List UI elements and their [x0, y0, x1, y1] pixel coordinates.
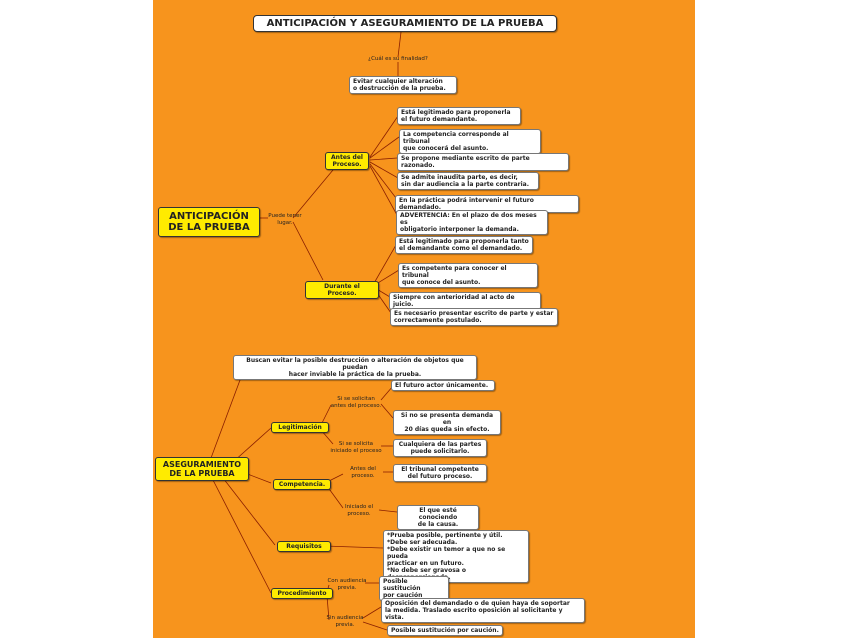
competencia-iniciado-label: Iniciado el proceso. [344, 504, 374, 517]
durante-item-competente: Es competente para conocer el tribunal q… [398, 263, 538, 288]
legitimacion-sin-efecto: Si no se presenta demanda en 20 días que… [393, 410, 501, 435]
procedimiento-con-label: Con audiencia previa. [327, 578, 367, 591]
puede-tener-lugar-label: Puede tener lugar. [268, 213, 302, 226]
durante-el-proceso-node: Durante el Proceso. [305, 281, 379, 299]
procedimiento-sin-label: Sin audiencia previa. [326, 615, 364, 628]
procedimiento-oposicion: Oposición del demandado o de quien haya … [381, 598, 585, 623]
durante-item-legitimado: Está legitimado para proponerla tanto el… [395, 236, 533, 254]
competencia-tribunal: El tribunal competente del futuro proces… [393, 464, 487, 482]
durante-item-anterioridad: Siempre con anterioridad al acto de juic… [389, 292, 541, 310]
durante-item-escrito: Es necesario presentar escrito de parte … [390, 308, 558, 326]
antes-item-escrito: Se propone mediante escrito de parte raz… [397, 153, 569, 171]
concept-map-canvas: ANTICIPACIÓN Y ASEGURAMIENTO DE LA PRUEB… [153, 0, 695, 638]
procedimiento-sin-caucion: Posible sustitución por caución. [387, 625, 503, 636]
antes-item-inaudita: Se admite inaudita parte, es decir, sin … [397, 172, 539, 190]
finalidad-question: ¿Cuál es su finalidad? [368, 56, 428, 62]
antes-item-advertencia: ADVERTENCIA: En el plazo de dos meses es… [396, 210, 548, 235]
aseguramiento-root: ASEGURAMIENTO DE LA PRUEBA [155, 457, 249, 481]
competencia-antes-label: Antes del proceso. [350, 466, 376, 479]
antes-item-legitimado: Está legitimado para proponerla el futur… [397, 107, 521, 125]
legitimacion-iniciado-label: Si se solicita iniciado el proceso [330, 441, 382, 454]
legitimacion-antes-label: Si se solicitan antes del proceso. [330, 396, 382, 409]
map-title: ANTICIPACIÓN Y ASEGURAMIENTO DE LA PRUEB… [253, 15, 557, 32]
competencia-conociendo: El que esté conociendo de la causa. [397, 505, 479, 530]
requisitos-node: Requisitos [277, 541, 331, 552]
procedimiento-con-caucion: Posible sustitución por caución [379, 576, 449, 601]
legitimacion-cualquiera: Cualquiera de las partes puede solicitar… [393, 439, 487, 457]
anticipacion-root: ANTICIPACIÓN DE LA PRUEBA [158, 207, 260, 237]
connector-lines [210, 31, 402, 631]
procedimiento-node: Procedimiento [271, 588, 333, 599]
finalidad-answer: Evitar cualquier alteración o destrucció… [349, 76, 457, 94]
competencia-node: Competencia. [273, 479, 331, 490]
legitimacion-node: Legitimación [271, 422, 329, 433]
legitimacion-futuro-actor: El futuro actor únicamente. [391, 380, 495, 391]
aseguramiento-purpose: Buscan evitar la posible destrucción o a… [233, 355, 477, 380]
antes-item-competencia: La competencia corresponde al tribunal q… [399, 129, 541, 154]
antes-del-proceso-node: Antes del Proceso. [325, 152, 369, 170]
